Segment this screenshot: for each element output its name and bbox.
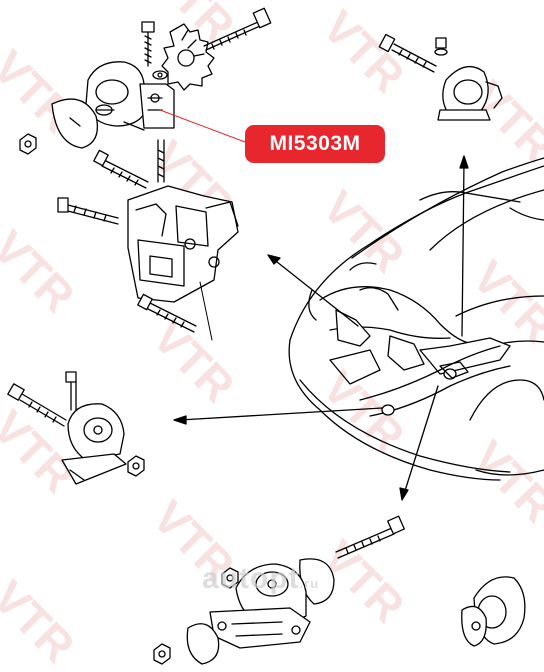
top-left-mount bbox=[19, 7, 272, 155]
engine-bay bbox=[308, 262, 511, 417]
bottom-right-bushing bbox=[461, 576, 526, 647]
top-right-mount bbox=[378, 33, 503, 121]
cushion-pad bbox=[186, 623, 220, 665]
arrow bbox=[267, 254, 359, 327]
arrow bbox=[173, 407, 383, 425]
shop-watermark: autopt.ru bbox=[202, 562, 319, 596]
bolt bbox=[335, 515, 405, 559]
watermark-vtr: VTR bbox=[0, 570, 85, 672]
part-number-label: MI5303M bbox=[245, 125, 385, 163]
watermark-vtr: VTR bbox=[463, 430, 544, 532]
bolt bbox=[57, 197, 119, 225]
arrows bbox=[173, 155, 469, 501]
bolt bbox=[141, 21, 155, 67]
washer bbox=[152, 70, 168, 80]
bolt bbox=[137, 293, 197, 333]
arrow bbox=[399, 385, 439, 501]
bracket-body bbox=[127, 185, 239, 303]
mount-body bbox=[85, 61, 175, 131]
bolt bbox=[203, 7, 272, 51]
mid-left-mount bbox=[7, 371, 145, 485]
nut bbox=[434, 37, 448, 56]
nut bbox=[153, 643, 171, 665]
bolt bbox=[7, 383, 67, 427]
mount-body bbox=[437, 65, 503, 121]
bolt bbox=[93, 149, 149, 189]
nut bbox=[19, 133, 37, 155]
cushion-pad bbox=[51, 98, 99, 149]
watermark-vtr: VTR bbox=[313, 180, 415, 282]
stud bbox=[157, 139, 165, 183]
mid-left-bracket bbox=[57, 139, 239, 341]
shop-watermark-name: autopt bbox=[202, 562, 300, 595]
car-body bbox=[288, 157, 544, 481]
watermark-vtr: VTR bbox=[313, 0, 415, 102]
watermark-vtr: VTR bbox=[0, 220, 85, 322]
nut bbox=[221, 567, 239, 589]
bolt bbox=[378, 33, 437, 73]
bottom-mount bbox=[153, 515, 405, 665]
bolt bbox=[65, 371, 77, 411]
nut bbox=[127, 455, 145, 477]
mount-body bbox=[209, 563, 311, 649]
stopper-plate bbox=[161, 23, 215, 91]
mount-body bbox=[61, 403, 127, 485]
shop-watermark-suffix: .ru bbox=[299, 576, 320, 591]
watermark-vtr: VTR bbox=[463, 250, 544, 352]
arrow bbox=[459, 155, 469, 337]
